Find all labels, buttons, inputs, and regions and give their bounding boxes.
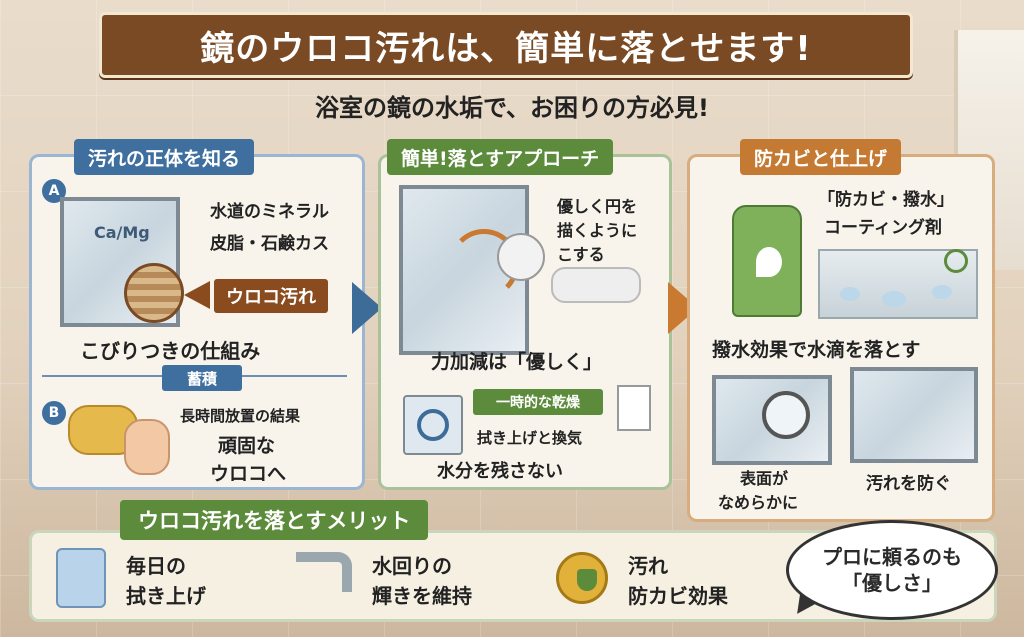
coating-line1: 「防カビ・撥水」 xyxy=(818,190,954,210)
scale-label-bar: ウロコ汚れ xyxy=(214,279,328,313)
title-banner: 鏡のウロコ汚れは、簡単に落とせます! xyxy=(99,12,913,78)
benefit3-line2: 防カビ効果 xyxy=(628,584,728,608)
mirror-illustration-small xyxy=(712,375,832,465)
panel-mold-finish: 防カビと仕上げ 「防カビ・撥水」 コーティング剤 撥水効果で水滴を落とす 表面が… xyxy=(687,139,995,522)
temp-dry-badge: 一時的な乾燥 xyxy=(473,389,603,415)
scale-label: ウロコ汚れ xyxy=(226,287,316,308)
speech-bubble: プロに頼るのも 「優しさ」 xyxy=(786,520,998,620)
coating-line2: コーティング剤 xyxy=(824,218,942,238)
benefit2-line2: 輝きを維持 xyxy=(372,584,472,608)
spray-bottle-icon xyxy=(732,205,802,317)
cloth-icon xyxy=(56,548,106,608)
wipe-vent-text: 拭き上げと換気 xyxy=(477,429,583,447)
gloved-hand-icon xyxy=(551,267,641,303)
no-moisture-text: 水分を残さない xyxy=(437,461,563,482)
smooth-line2: なめらかに xyxy=(718,493,799,512)
shield-check-icon xyxy=(556,552,608,604)
faucet-icon xyxy=(296,552,352,592)
check-icon xyxy=(944,249,968,273)
sebum-label: 皮脂・石鹸カス xyxy=(210,234,329,254)
benefit1-line2: 拭き上げ xyxy=(126,584,206,608)
temp-dry-text: 一時的な乾燥 xyxy=(496,395,580,411)
stubborn-line2: ウロコへ xyxy=(210,463,287,485)
mineral-formula: Ca/Mg xyxy=(94,223,150,242)
arrow-left-icon xyxy=(184,281,210,309)
prevent-text: 汚れを防ぐ xyxy=(866,474,951,494)
panel2-tab: 簡単!落とすアプローチ xyxy=(387,139,614,175)
bubble-line1: プロに頼るのも xyxy=(822,545,962,569)
benefit1-line1: 毎日の xyxy=(126,554,186,578)
circle-line3: こする xyxy=(557,245,605,264)
page-title: 鏡のウロコ汚れは、簡単に落とせます! xyxy=(200,28,812,69)
dirty-mirror-illustration: Ca/Mg xyxy=(60,197,184,327)
bubble-line2: 「優しさ」 xyxy=(842,571,942,595)
gentle-text: 力加減は「優しく」 xyxy=(431,351,603,373)
magnified-scale-icon xyxy=(124,263,184,323)
water-repel-text: 撥水効果で水滴を落とす xyxy=(712,339,921,361)
panel3-tab: 防カビと仕上げ xyxy=(740,139,902,175)
clean-mirror-illustration xyxy=(850,367,978,463)
arrow-right-icon xyxy=(352,282,382,334)
magnifier-icon xyxy=(762,391,810,439)
benefit3-line1: 汚れ xyxy=(628,554,668,578)
accumulate-badge: 蓄積 xyxy=(162,365,242,391)
long-time-text: 長時間放置の結果 xyxy=(180,407,301,425)
brush-icon xyxy=(497,233,545,281)
benefit2-line1: 水回りの xyxy=(372,554,452,578)
circle-line1: 優しく円を xyxy=(557,197,638,216)
stubborn-line1: 頑固な xyxy=(218,435,276,457)
benefits-tab: ウロコ汚れを落とすメリット xyxy=(120,500,429,540)
label-b-badge: B xyxy=(42,401,66,425)
mineral-label: 水道のミネラル xyxy=(210,202,329,222)
panel1-tab: 汚れの正体を知る xyxy=(74,139,255,175)
mechanism-text: こびりつきの仕組み xyxy=(80,339,261,363)
ventilation-fan-icon xyxy=(403,395,463,455)
circle-line2: 描くように xyxy=(557,221,638,240)
accumulate-text: 蓄積 xyxy=(186,369,217,388)
smooth-line1: 表面が xyxy=(740,469,789,488)
page-subtitle: 浴室の鏡の水垢で、お困りの方必見! xyxy=(315,94,709,122)
panel-know-dirt: 汚れの正体を知る A Ca/Mg 水道のミネラル 皮脂・石鹸カス ウロコ汚れ こ… xyxy=(29,139,365,490)
panel-approach: 簡単!落とすアプローチ 優しく円を 描くように こする 力加減は「優しく」 一時… xyxy=(378,139,672,490)
towel-icon xyxy=(617,385,651,431)
hand-icon xyxy=(124,419,170,475)
